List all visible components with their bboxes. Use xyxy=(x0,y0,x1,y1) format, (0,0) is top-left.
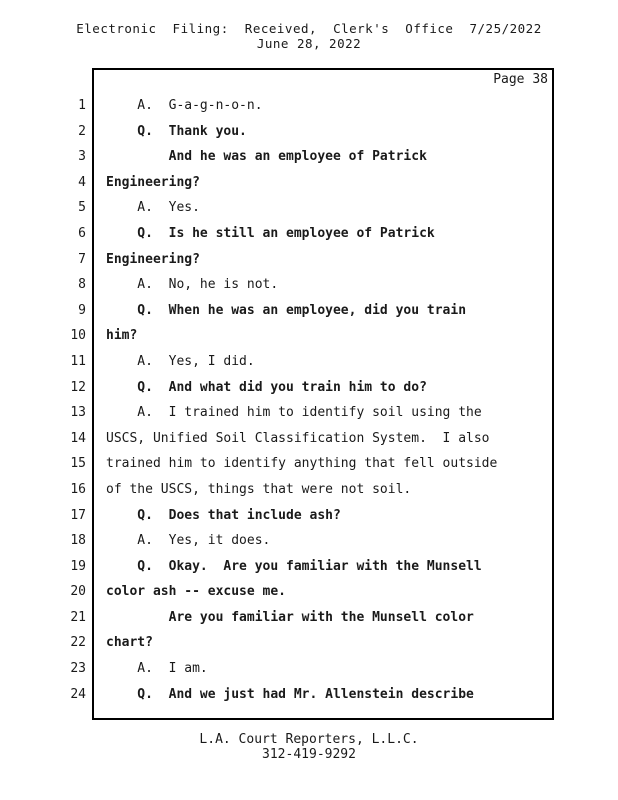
transcript-line: 4 Engineering? xyxy=(0,170,560,196)
court-reporter-phone: 312-419-9292 xyxy=(262,747,356,762)
transcript-line: 22 chart? xyxy=(0,630,560,656)
line-number: 7 xyxy=(78,251,86,267)
line-number: 14 xyxy=(70,430,86,446)
transcript-line: 16 of the USCS, things that were not soil… xyxy=(0,477,560,503)
transcript-line: 21 Are you familiar with the Munsell col… xyxy=(0,605,560,631)
transcript-text: A. I trained him to identify soil using … xyxy=(106,405,482,421)
transcript-line: 9 Q. When he was an employee, did you tr… xyxy=(0,298,560,324)
line-number: 13 xyxy=(70,405,86,421)
transcript-text: of the USCS, things that were not soil. xyxy=(106,481,412,497)
transcript-date: June 28, 2022 xyxy=(256,36,362,51)
transcript-text: A. Yes. xyxy=(106,200,200,216)
transcript-line: 3 And he was an employee of Patrick xyxy=(0,144,560,170)
transcript-text: USCS, Unified Soil Classification System… xyxy=(106,430,490,446)
transcript-line: 14 USCS, Unified Soil Classification Syst… xyxy=(0,426,560,452)
transcript-text: trained him to identify anything that fe… xyxy=(106,456,498,472)
transcript-lines: 1 A. G-a-g-n-o-n.2 Q. Thank you.3 And he… xyxy=(0,93,560,707)
transcript-line: 17 Q. Does that include ash? xyxy=(0,503,560,529)
transcript-line: 2 Q. Thank you. xyxy=(0,119,560,145)
line-number: 9 xyxy=(78,302,86,318)
transcript-line: 5 A. Yes. xyxy=(0,195,560,221)
court-reporter-name: L.A. Court Reporters, L.L.C. xyxy=(199,732,419,747)
transcript-text: A. Yes, I did. xyxy=(106,353,255,369)
line-number: 3 xyxy=(78,149,86,165)
transcript-line: 23 A. I am. xyxy=(0,656,560,682)
transcript-line: 13 A. I trained him to identify soil usi… xyxy=(0,400,560,426)
transcript-text: Q. Okay. Are you familiar with the Munse… xyxy=(106,558,482,574)
line-number: 6 xyxy=(78,225,86,241)
transcript-line: 15 trained him to identify anything that … xyxy=(0,451,560,477)
transcript-border-box xyxy=(92,68,554,720)
transcript-line: 12 Q. And what did you train him to do? xyxy=(0,375,560,401)
transcript-line: 18 A. Yes, it does. xyxy=(0,528,560,554)
transcript-line: 10 him? xyxy=(0,323,560,349)
transcript-text: A. I am. xyxy=(106,661,208,677)
line-number: 20 xyxy=(70,584,86,600)
transcript-text: Engineering? xyxy=(106,251,200,267)
transcript-line: 20 color ash -- excuse me. xyxy=(0,579,560,605)
line-number: 22 xyxy=(70,635,86,651)
line-number: 15 xyxy=(70,456,86,472)
line-number: 5 xyxy=(78,200,86,216)
line-number: 1 xyxy=(78,98,86,113)
line-number: 17 xyxy=(70,507,86,523)
transcript-text: Q. Thank you. xyxy=(106,123,247,139)
transcript-text: him? xyxy=(106,328,138,344)
line-number: 11 xyxy=(70,353,86,369)
transcript-text: Q. And what did you train him to do? xyxy=(106,379,427,395)
transcript-line: 8 A. No, he is not. xyxy=(0,272,560,298)
transcript-line: 1 A. G-a-g-n-o-n. xyxy=(0,93,560,119)
transcript-text: chart? xyxy=(106,635,153,651)
line-number: 12 xyxy=(70,379,86,395)
page-number-label: Page 38 xyxy=(493,72,548,87)
transcript-text: A. No, he is not. xyxy=(106,277,279,293)
line-number: 2 xyxy=(78,123,86,139)
line-number: 19 xyxy=(70,558,86,574)
transcript-text: Q. When he was an employee, did you trai… xyxy=(106,302,467,318)
transcript-text: color ash -- excuse me. xyxy=(106,584,287,600)
line-number: 24 xyxy=(70,686,86,702)
line-number: 21 xyxy=(70,609,86,625)
transcript-text: Q. Is he still an employee of Patrick xyxy=(106,225,435,241)
line-number: 4 xyxy=(78,174,86,190)
transcript-text: And he was an employee of Patrick xyxy=(106,149,427,165)
line-number: 18 xyxy=(70,533,86,549)
transcript-line: 6 Q. Is he still an employee of Patrick xyxy=(0,221,560,247)
transcript-text: A. G-a-g-n-o-n. xyxy=(106,98,263,113)
transcript-line: 7 Engineering? xyxy=(0,247,560,273)
transcript-text: Q. Does that include ash? xyxy=(106,507,341,523)
transcript-text: Q. And we just had Mr. Allenstein descri… xyxy=(106,686,474,702)
transcript-line: 19 Q. Okay. Are you familiar with the Mu… xyxy=(0,554,560,580)
line-number: 16 xyxy=(70,481,86,497)
transcript-text: Are you familiar with the Munsell color xyxy=(106,609,474,625)
transcript-line: 11 A. Yes, I did. xyxy=(0,349,560,375)
filing-header: Electronic Filing: Received, Clerk's Off… xyxy=(76,21,542,36)
line-number: 8 xyxy=(78,277,86,293)
line-number: 10 xyxy=(70,328,86,344)
line-number: 23 xyxy=(70,661,86,677)
transcript-line: 24 Q. And we just had Mr. Allenstein des… xyxy=(0,682,560,708)
transcript-text: A. Yes, it does. xyxy=(106,533,271,549)
transcript-text: Engineering? xyxy=(106,174,200,190)
